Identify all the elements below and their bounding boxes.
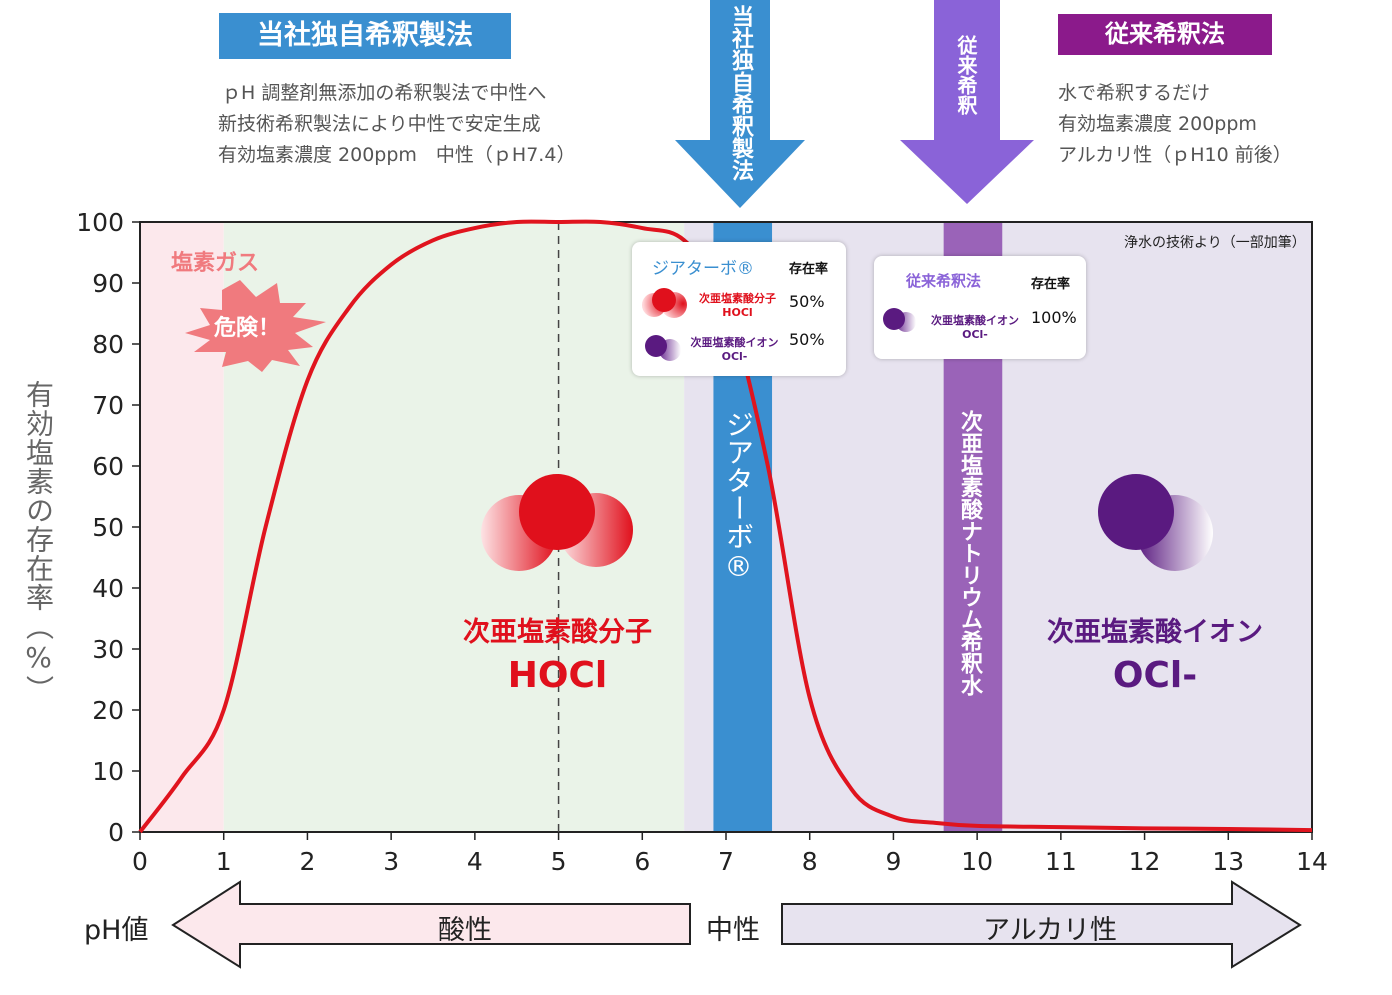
x-tick-label-13: 13 <box>1212 847 1244 876</box>
conventional-desc-3: アルカリ性（ｐH10 前後） <box>1058 144 1292 166</box>
conv-ocl-icon <box>883 308 916 332</box>
y-tick-label-7: 70 <box>92 391 124 420</box>
hocl-formula: HOCl <box>507 655 608 696</box>
ph-label: pH値 <box>84 915 149 946</box>
y-tick-label-10: 100 <box>76 208 124 237</box>
acid-label: 酸性 <box>438 915 492 946</box>
x-tick-label-2: 2 <box>299 847 315 876</box>
gia-row2-formula: OCl- <box>721 350 748 363</box>
y-tick-label-3: 30 <box>92 635 124 664</box>
conv-row1-value: 100% <box>1031 308 1077 327</box>
danger-label: 危険！ <box>214 316 281 341</box>
x-tick-label-3: 3 <box>383 847 399 876</box>
x-tick-label-9: 9 <box>885 847 901 876</box>
own-method-desc-2: 新技術希釈製法により中性で安定生成 <box>218 113 541 135</box>
gia-row2-value: 50% <box>789 330 825 349</box>
neutral-label: 中性 <box>706 915 760 946</box>
y-tick-label-4: 40 <box>92 574 124 603</box>
conventional-desc-1: 水で希釈するだけ <box>1058 82 1211 104</box>
gia-ocl-icon <box>645 335 681 361</box>
x-tick-label-0: 0 <box>132 847 148 876</box>
y-axis-title: 有効塩素の存在率（%） <box>22 380 55 704</box>
conv-info-box: 従来希釈法 存在率 次亜塩素酸イオン OCl- 100% <box>874 256 1086 359</box>
x-tick-label-8: 8 <box>802 847 818 876</box>
ocl-name: 次亜塩素酸イオン <box>1047 617 1263 648</box>
y-tick-label-0: 0 <box>108 818 124 847</box>
alkali-label: アルカリ性 <box>983 915 1117 946</box>
gia-row1-formula: HOCl <box>722 306 753 319</box>
y-tick-label-9: 90 <box>92 269 124 298</box>
own-method-desc-1: ｐH 調整剤無添加の希釈製法で中性へ <box>222 82 547 104</box>
x-tick-label-4: 4 <box>467 847 483 876</box>
conv-band-label: 次亜塩素酸ナトリウム希釈水 <box>957 410 982 696</box>
decorations <box>171 280 1302 969</box>
gia-info-title: ジアターボ® <box>652 259 754 279</box>
y-tick-label-6: 60 <box>92 452 124 481</box>
own-method-arrow <box>675 0 805 208</box>
x-tick-label-5: 5 <box>551 847 567 876</box>
gas-label: 塩素ガス <box>171 251 260 276</box>
conventional-label: 従来希釈法 <box>1058 14 1272 55</box>
x-tick-label-11: 11 <box>1045 847 1077 876</box>
own-method-label: 当社独自希釈製法 <box>219 13 511 59</box>
y-tick-label-2: 20 <box>92 696 124 725</box>
x-tick-label-14: 14 <box>1296 847 1328 876</box>
gia-hocl-icon <box>642 288 687 318</box>
y-tick-label-8: 80 <box>92 330 124 359</box>
y-tick-label-1: 10 <box>92 757 124 786</box>
x-tick-label-10: 10 <box>961 847 993 876</box>
conv-row1-name: 次亜塩素酸イオン <box>931 314 1019 327</box>
hocl-name: 次亜塩素酸分子 <box>463 617 652 648</box>
own-method-arrow-label: 当社独自希釈製法 <box>728 5 753 181</box>
x-tick-label-7: 7 <box>718 847 734 876</box>
chart-curve-group <box>138 219 1313 834</box>
x-tick-label-12: 12 <box>1129 847 1161 876</box>
gia-row2-name: 次亜塩素酸イオン <box>690 336 779 349</box>
conventional-arrow <box>900 0 1034 204</box>
alkali-arrow <box>781 880 1302 969</box>
conventional-desc-2: 有効塩素濃度 200ppm <box>1058 113 1257 135</box>
conv-row1-formula: OCl- <box>962 328 988 341</box>
gia-row1-value: 50% <box>789 292 825 311</box>
conv-info-title: 従来希釈法 <box>906 272 982 290</box>
hocl-molecule-atom-3 <box>519 474 595 550</box>
danger-burst <box>185 280 326 372</box>
ocl-formula: OCl- <box>1112 655 1198 696</box>
top-arrows <box>675 0 1034 208</box>
source-note: 浄水の技術より（一部加筆） <box>1124 235 1306 251</box>
conventional-arrow-label: 従来希釈 <box>954 35 978 115</box>
x-tick-label-6: 6 <box>634 847 650 876</box>
acid-arrow <box>171 880 691 969</box>
gia-row1-name: 次亜塩素酸分子 <box>699 292 776 305</box>
x-tick-label-1: 1 <box>216 847 232 876</box>
conv-info-header: 存在率 <box>1031 277 1071 292</box>
gia-info-box: ジアターボ® 存在率 次亜塩素酸分子 HOCl 50% 次亜塩素酸イオン OCl… <box>632 242 846 376</box>
chart-curve <box>138 219 1313 834</box>
gia-band-label: ジアターボ® <box>722 410 755 583</box>
own-method-desc-3: 有効塩素濃度 200ppm 中性（ｐH7.4） <box>218 144 576 166</box>
gia-info-header: 存在率 <box>789 262 829 277</box>
ocl-molecule-atom-2 <box>1098 474 1174 550</box>
y-tick-label-5: 50 <box>92 513 124 542</box>
